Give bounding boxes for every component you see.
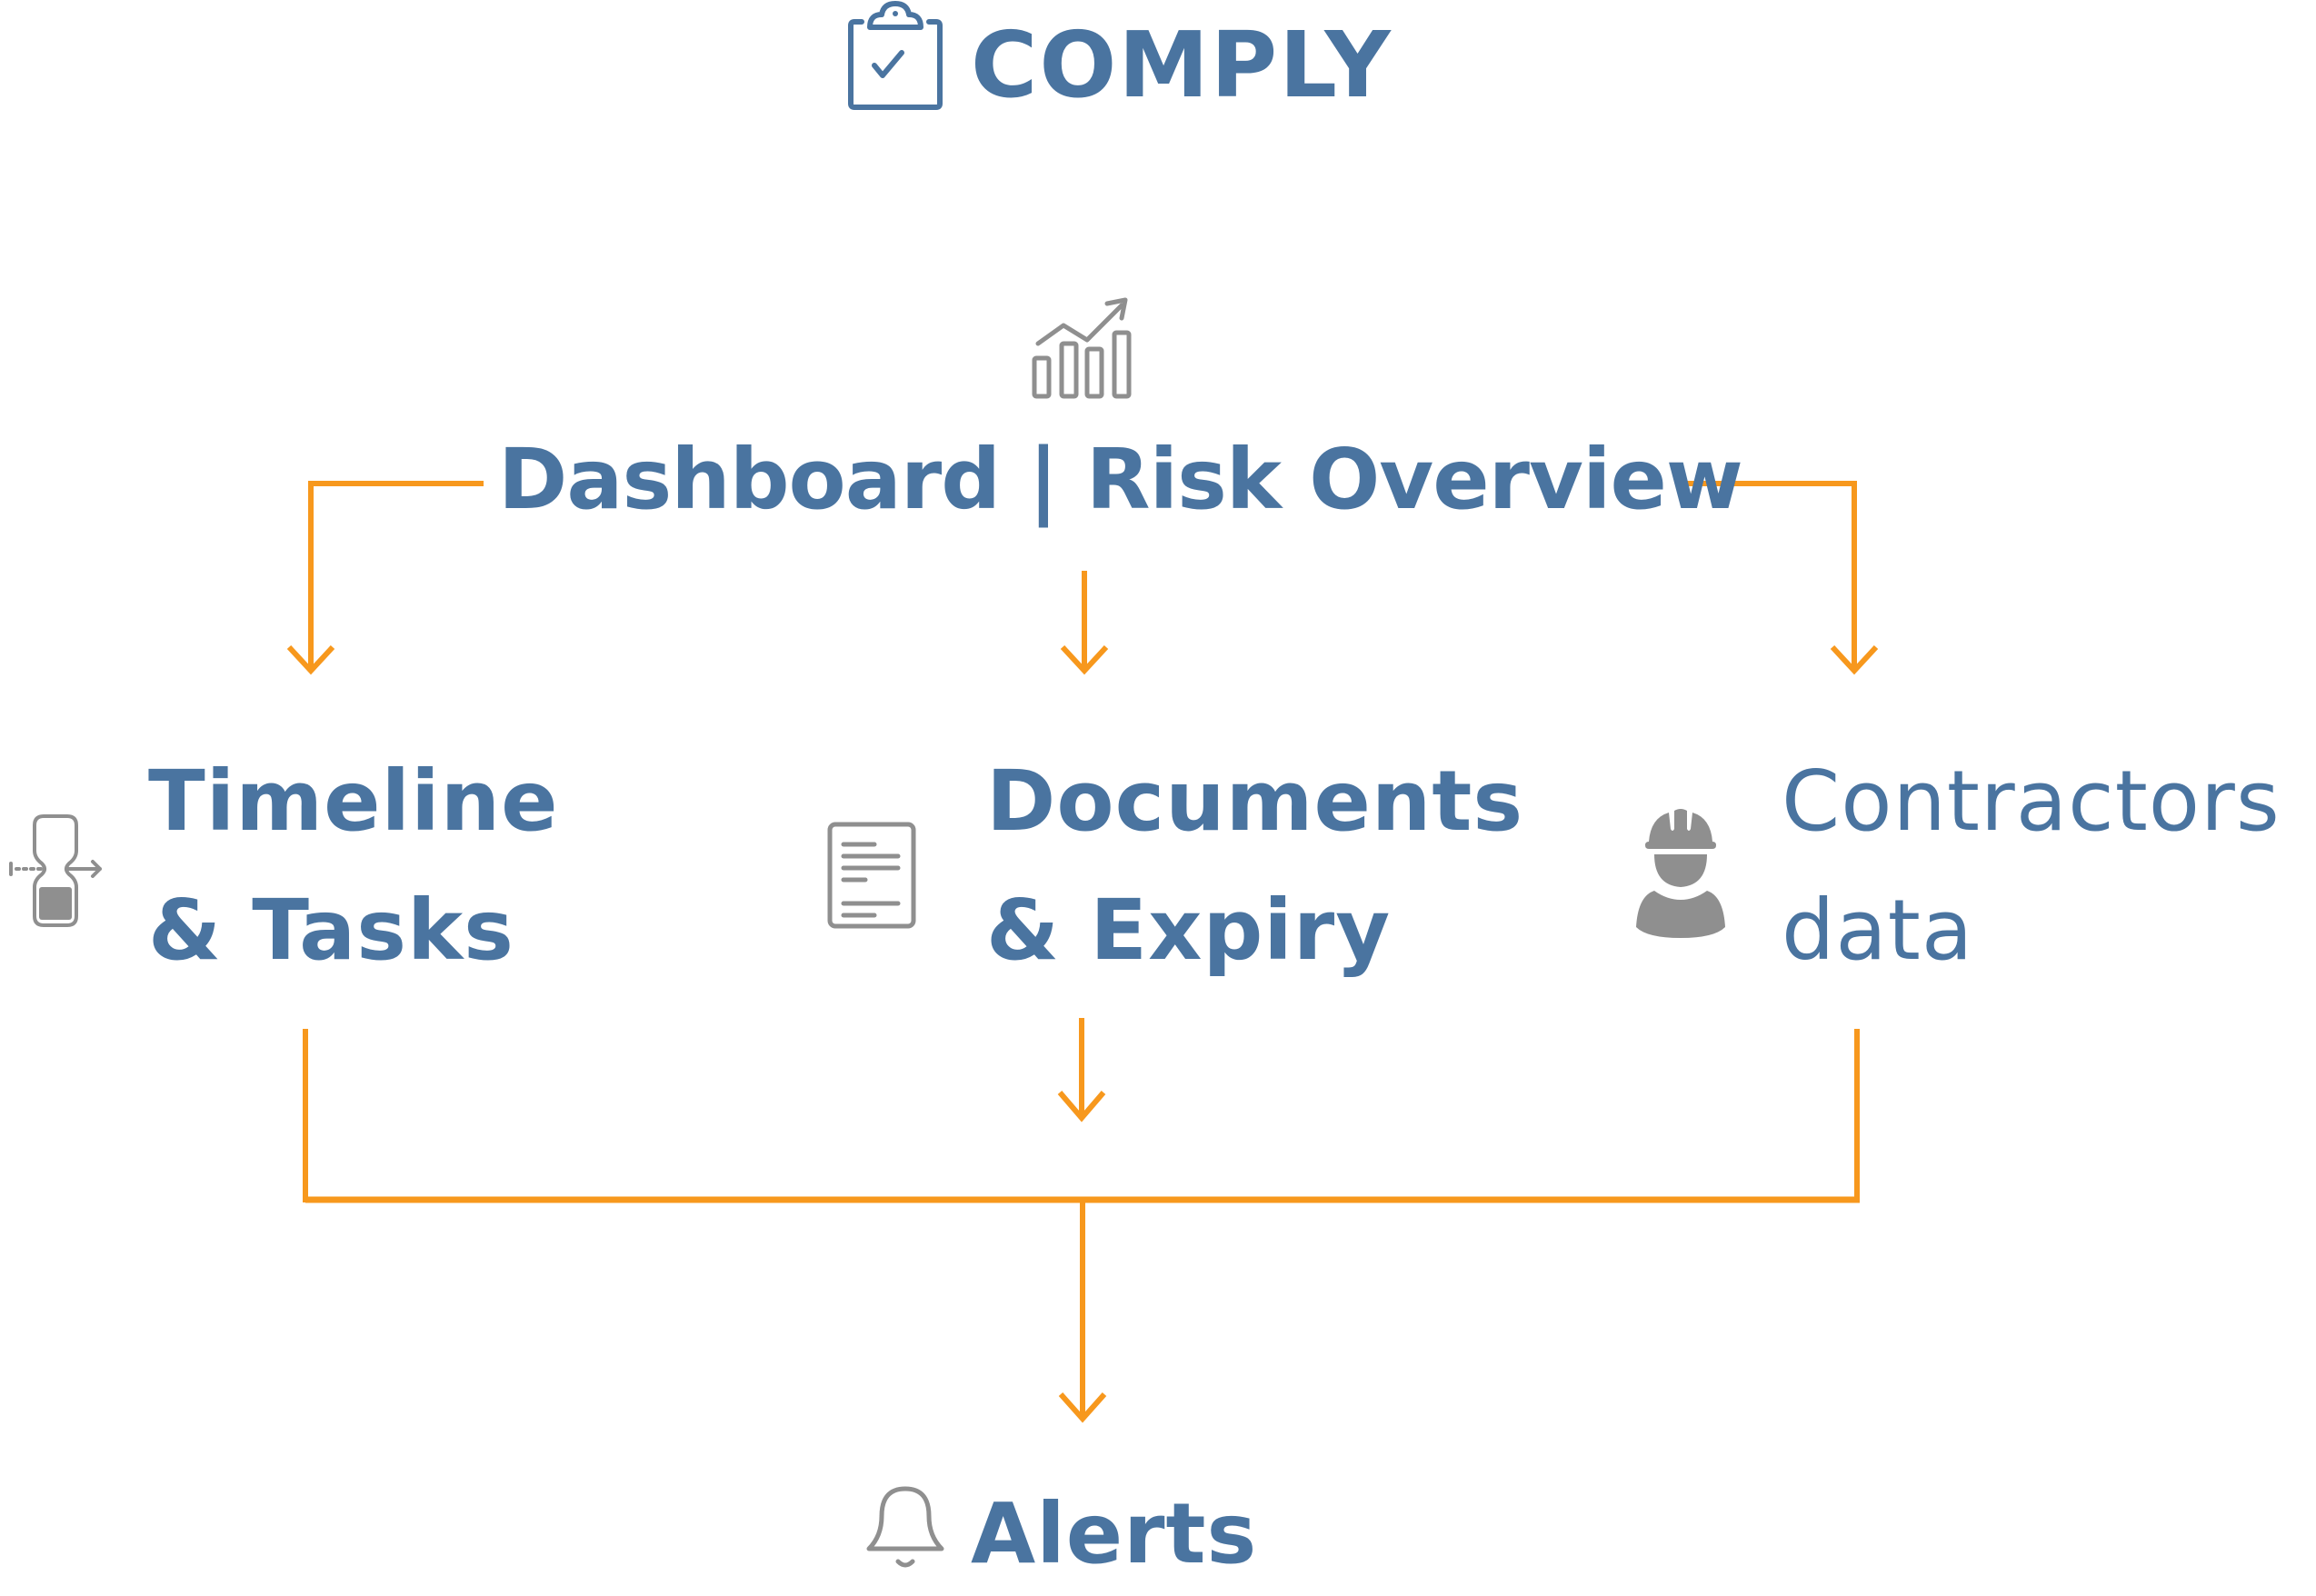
arrowhead-documents-down (1057, 1091, 1106, 1122)
node-contractors-line1: Contractors (1782, 753, 2281, 850)
chart-growth-icon (1032, 297, 1132, 399)
construction-worker-icon (1636, 809, 1725, 938)
header-logo (847, 1, 943, 113)
clipboard-check-icon (848, 1, 943, 110)
arrowhead-contractors (1830, 644, 1879, 675)
node-documents-line1: Documents (986, 753, 1524, 850)
node-timeline-line1: Timeline (148, 753, 559, 850)
bell-icon (866, 1486, 944, 1568)
node-timeline-line2: & Tasks (148, 882, 514, 979)
node-documents-line2: & Expiry (986, 882, 1392, 979)
connector-hub-to-timeline (308, 481, 484, 668)
document-icon (827, 822, 916, 929)
connector-hub-to-contractors (1683, 481, 1857, 668)
app-title: COMPLY (971, 12, 1393, 118)
arrowhead-timeline (286, 644, 335, 675)
output-alerts-label: Alerts (971, 1485, 1258, 1582)
node-contractors-line2: data (1782, 882, 1974, 979)
hourglass-timeline-icon (9, 814, 102, 927)
hub-icon-wrap (1029, 293, 1138, 405)
arrowhead-alerts (1058, 1392, 1107, 1423)
arrowhead-documents (1060, 644, 1109, 675)
hub-label: Dashboard | Risk Overview (498, 431, 1743, 528)
